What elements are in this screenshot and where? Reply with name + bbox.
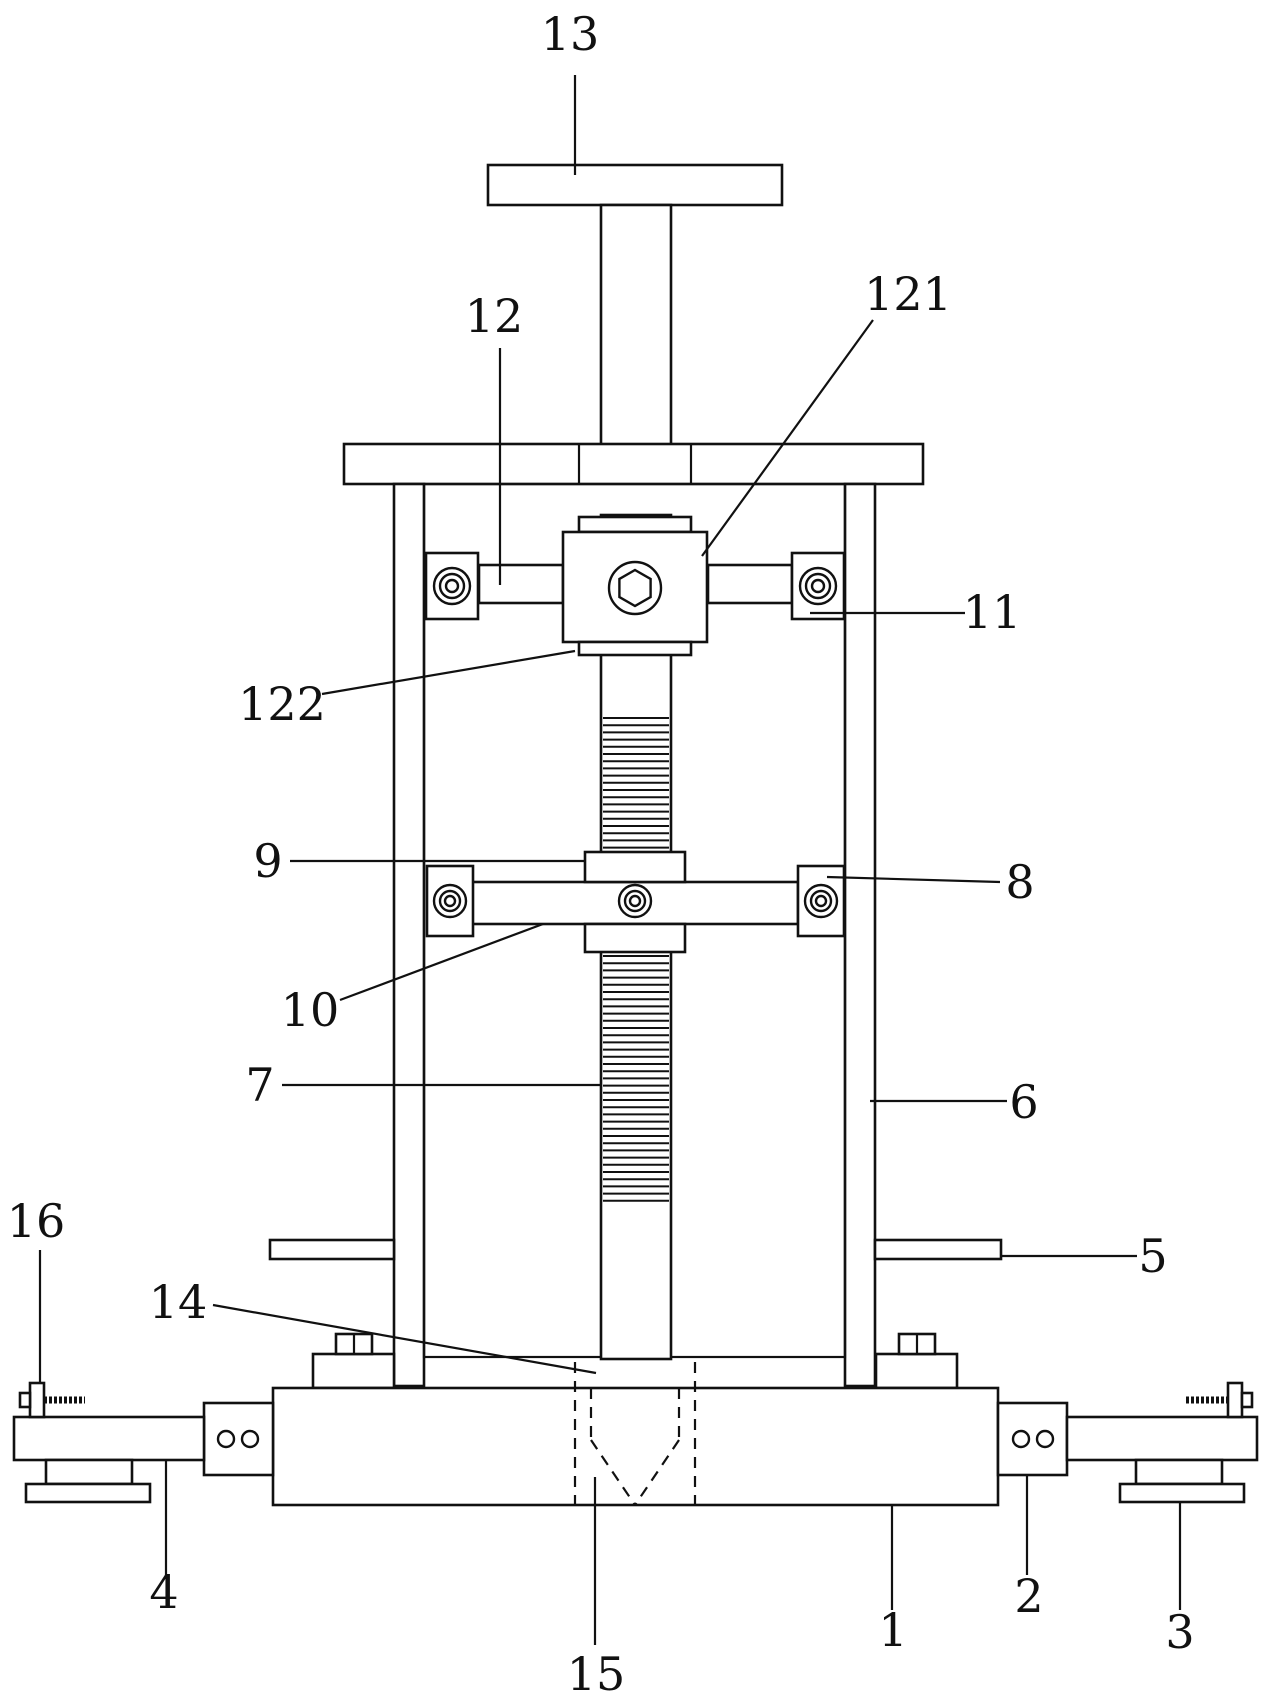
bolt-icon	[617, 883, 653, 919]
upper-rail	[424, 551, 846, 621]
outer-arms	[12, 1415, 1259, 1504]
screw-threads-lower	[603, 955, 669, 1202]
leader-lines	[38, 75, 1182, 1645]
top-plate	[342, 442, 925, 486]
label-6: 6	[1009, 1075, 1038, 1129]
label-7: 7	[245, 1058, 274, 1112]
label-4: 4	[149, 1565, 178, 1619]
hex-socket-icon	[607, 560, 663, 616]
middle-crossbar	[425, 850, 846, 954]
label-10: 10	[281, 983, 340, 1037]
label-16: 16	[7, 1194, 66, 1248]
label-14: 14	[149, 1275, 208, 1329]
screw-threads-upper	[603, 717, 669, 849]
label-9: 9	[253, 834, 282, 888]
upper-block	[561, 515, 709, 657]
base	[271, 1362, 1000, 1507]
label-2: 2	[1014, 1569, 1043, 1623]
bolt-icon	[432, 566, 472, 606]
top-handle	[486, 163, 784, 447]
label-12: 12	[465, 289, 524, 343]
bolt-icon	[798, 566, 838, 606]
label-8: 8	[1005, 855, 1034, 909]
label-122: 122	[238, 677, 326, 731]
label-3: 3	[1165, 1605, 1194, 1659]
label-13: 13	[541, 7, 600, 61]
side-arms	[268, 1238, 1003, 1261]
bolt-icon	[803, 883, 839, 919]
part-labels: 13 12 121 11 122 9 8 10 7 6 5 16 14 4 15…	[7, 7, 1195, 1701]
label-5: 5	[1138, 1229, 1167, 1283]
label-11: 11	[963, 585, 1022, 639]
label-1: 1	[878, 1603, 907, 1657]
clamp-screws	[18, 1381, 1254, 1419]
label-121: 121	[864, 267, 952, 321]
label-15: 15	[567, 1647, 626, 1701]
bolt-icon	[432, 883, 468, 919]
